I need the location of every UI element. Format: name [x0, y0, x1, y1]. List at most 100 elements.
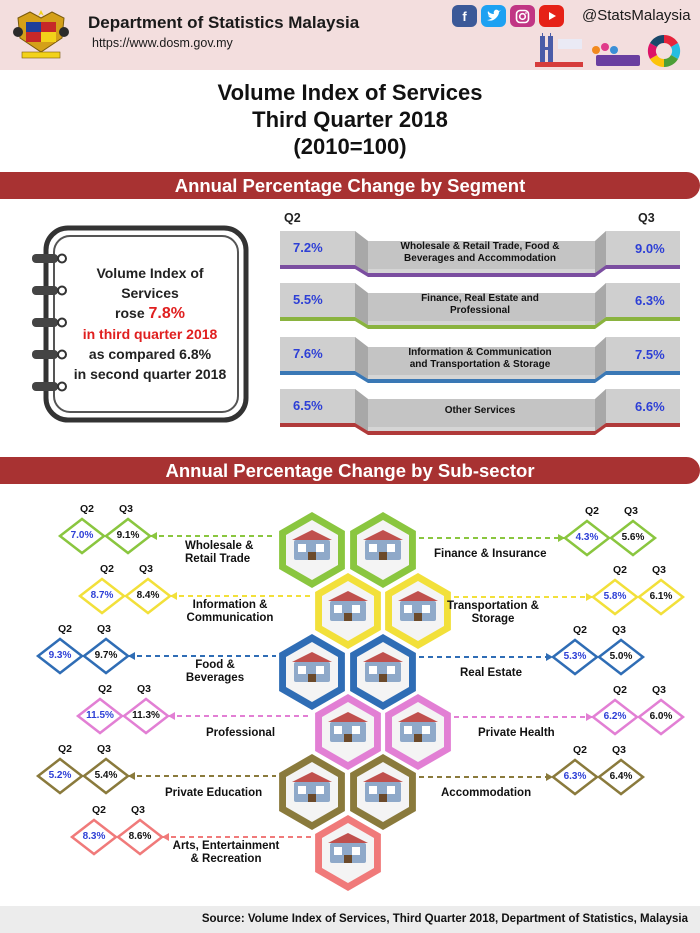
sector-illustration-icon: [328, 833, 368, 863]
q3-value: 9.1%: [116, 530, 140, 541]
subsector-label-line: Private Health: [478, 727, 555, 739]
illustration-door: [344, 734, 352, 742]
connector-arrow: [546, 653, 553, 661]
q3-value: 5.0%: [609, 651, 633, 662]
q3-value: 8.6%: [128, 831, 152, 842]
twitter-icon[interactable]: [481, 5, 506, 27]
segment-ribbon-part: [595, 231, 606, 273]
sdg-wheel-icon: [647, 34, 681, 68]
illustration-window: [387, 666, 395, 674]
subsector-section-title: Annual Percentage Change by Sub-sector: [165, 460, 535, 481]
facebook-icon[interactable]: f: [452, 5, 477, 27]
illustration-roof: [398, 591, 438, 601]
connector-arrow: [168, 712, 175, 720]
segment-q3-value: 6.3%: [635, 293, 665, 308]
illustration-roof: [292, 772, 332, 782]
segment-ribbon-part: [280, 265, 680, 277]
q2-value: 8.3%: [82, 831, 106, 842]
segment-q2-value: 5.5%: [293, 292, 323, 307]
segment-q2-value: 7.6%: [293, 346, 323, 361]
segment-ribbon-part: [280, 337, 355, 371]
segment-q3-header: Q3: [638, 211, 655, 225]
q2-value: 9.3%: [48, 650, 72, 661]
illustration-window: [387, 786, 395, 794]
instagram-icon[interactable]: [510, 5, 535, 27]
segment-label-line: and Transportation & Storage: [409, 359, 551, 370]
q3-diamond: [636, 578, 686, 616]
subsector-label-line: Communication: [186, 612, 274, 624]
segment-ribbon: [280, 283, 680, 329]
segment-ribbon-part: [280, 317, 680, 329]
sector-illustration-icon: [292, 530, 332, 560]
subsector-label: Transportation &Storage: [433, 600, 553, 626]
q3-diamond: [596, 638, 646, 676]
subsector-label-line: Finance & Insurance: [434, 548, 547, 560]
segment-q3-value: 7.5%: [635, 347, 665, 362]
q3-label: Q3: [612, 624, 627, 636]
subsector-label-line: Professional: [206, 727, 276, 739]
segment-ribbon-part: [606, 231, 680, 265]
q2-label: Q2: [98, 683, 113, 695]
org-url[interactable]: https://www.dosm.gov.my: [92, 36, 233, 50]
q2-value: 7.0%: [70, 530, 94, 541]
segment-ribbon-part: [595, 389, 606, 431]
segment-ribbon-part: [280, 231, 355, 265]
q2-label: Q2: [92, 804, 107, 816]
illustration-window: [404, 605, 412, 613]
notebook-rose-word: rose: [115, 305, 145, 321]
notebook-icon: [32, 225, 249, 423]
q3-diamond: [636, 698, 686, 736]
sector-illustration-icon: [398, 591, 438, 621]
q2-label: Q2: [573, 624, 588, 636]
illustration-roof: [363, 530, 403, 540]
source-note: Source: Volume Index of Services, Third …: [0, 906, 700, 933]
notebook-line-1: Volume Index of: [96, 265, 204, 281]
sector-illustration-icon: [363, 772, 403, 802]
subsector-section-bar: Annual Percentage Change by Sub-sector: [0, 457, 700, 484]
illustration-window: [316, 786, 324, 794]
illustration-door: [308, 552, 316, 560]
connector-arrow: [128, 772, 135, 780]
connector-arrow: [558, 534, 565, 542]
q2-value: 11.5%: [86, 710, 114, 721]
q3-label: Q3: [97, 743, 112, 755]
segment-ribbon-part: [606, 389, 680, 423]
segment-ribbon-part: [355, 231, 368, 273]
sector-illustration-icon: [328, 712, 368, 742]
notebook-text: Volume Index of Services rose 7.8% in th…: [60, 263, 240, 384]
q3-label: Q3: [652, 684, 667, 696]
subsector-chart: [35, 512, 686, 891]
segment-ribbon-part: [355, 337, 368, 379]
illustration-door: [308, 674, 316, 682]
q3-value: 11.3%: [132, 710, 160, 721]
youtube-icon[interactable]: [539, 5, 564, 27]
illustration-window: [352, 847, 360, 855]
subsector-label-line: Storage: [471, 613, 515, 625]
subsector-label-line: Transportation &: [446, 600, 539, 612]
segment-ribbon-part: [280, 423, 680, 435]
q3-label: Q3: [139, 563, 154, 575]
segment-section-bar: Annual Percentage Change by Segment: [0, 172, 700, 199]
segment-ribbon-part: [595, 283, 606, 325]
illustration-roof: [328, 712, 368, 722]
sector-illustration-icon: [363, 652, 403, 682]
q2-label: Q2: [58, 623, 73, 635]
q3-label: Q3: [97, 623, 112, 635]
illustration-window: [404, 726, 412, 734]
segment-label-line: Wholesale & Retail Trade, Food &: [400, 241, 560, 252]
q3-diamond: [81, 757, 131, 795]
subsector-label: Private Health: [478, 727, 598, 740]
q3-value: 6.4%: [609, 771, 633, 782]
illustration-window: [422, 726, 430, 734]
q2-label: Q2: [613, 684, 628, 696]
illustration-door: [344, 855, 352, 863]
subsector-label: Professional: [206, 727, 326, 740]
illustration-door: [379, 552, 387, 560]
illustration-roof: [328, 833, 368, 843]
segment-label: Other Services: [400, 405, 560, 417]
connector-arrow: [128, 652, 135, 660]
q2-value: 5.3%: [563, 651, 587, 662]
social-handle[interactable]: @StatsMalaysia: [582, 7, 691, 24]
segment-ribbon-part: [368, 399, 595, 427]
